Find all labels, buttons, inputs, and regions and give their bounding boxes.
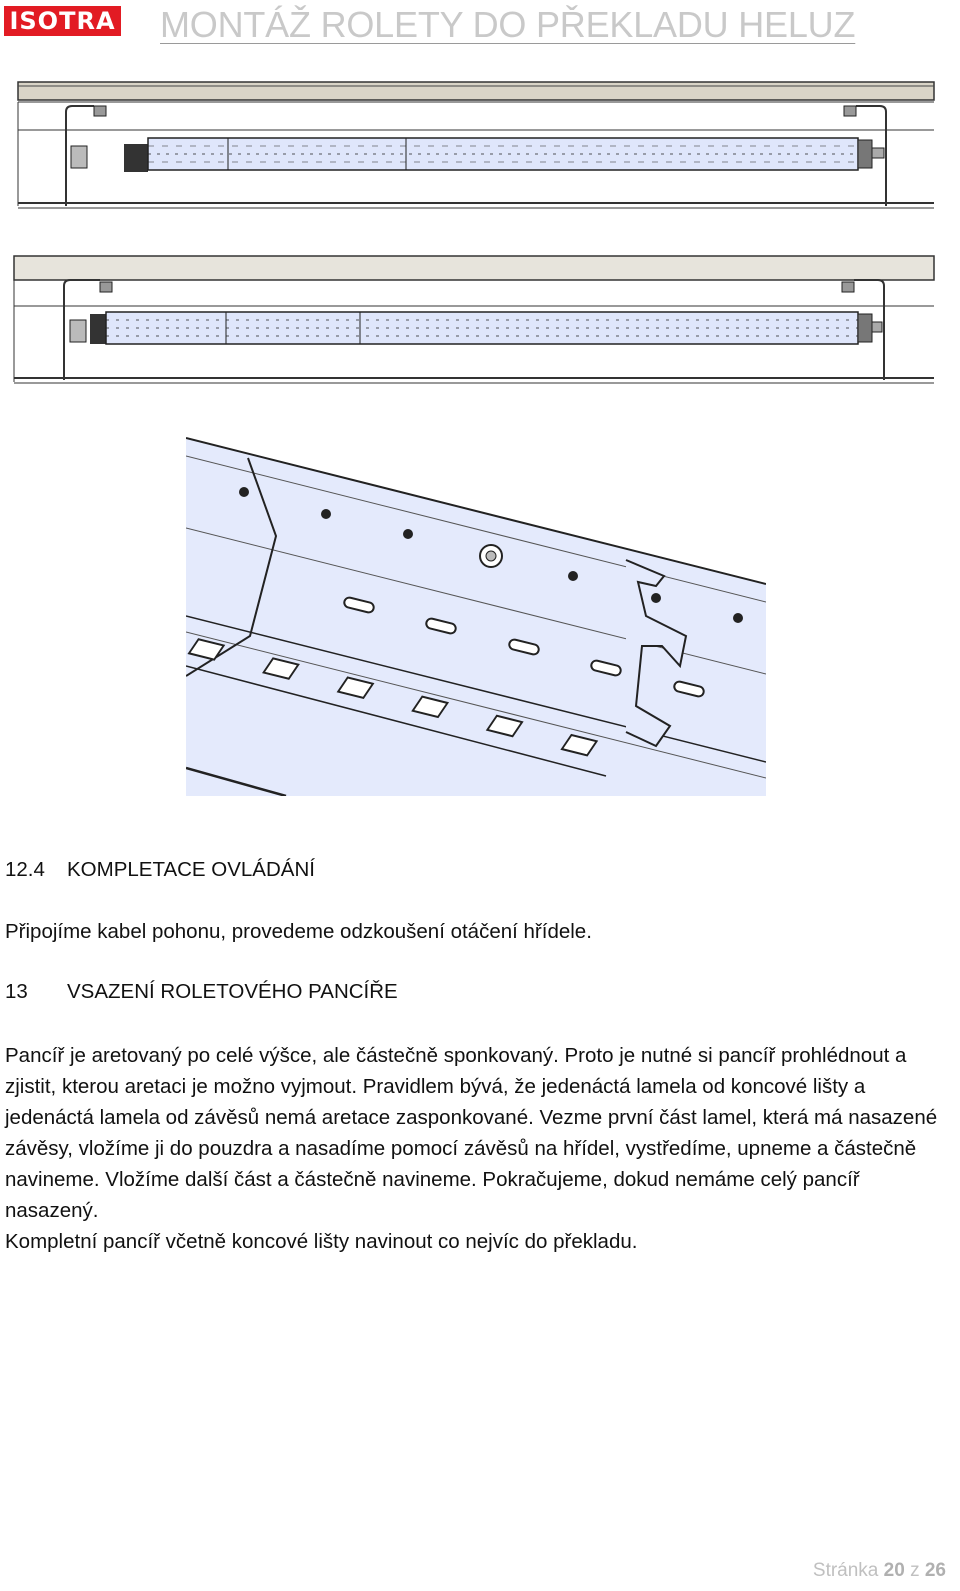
section-number: 12.4 [5,858,45,881]
page-separator: z [910,1560,920,1581]
section-12-4-heading: 12.4 KOMPLETACE OVLÁDÁNÍ [5,858,315,882]
lamella-detail-drawing [186,437,766,796]
paragraph: Pancíř je aretovaný po celé výšce, ale č… [5,1044,938,1222]
shaft-drawing-top [17,81,935,209]
paragraph: Kompletní pancíř včetně koncové lišty na… [5,1230,638,1253]
section-13-heading: 13 VSAZENÍ ROLETOVÉHO PANCÍŘE [5,980,398,1004]
isotra-logo: ISOTRA [4,6,121,36]
page-title: MONTÁŽ ROLETY DO PŘEKLADU HELUZ [160,4,856,45]
page-number: Stránka 20 z 26 [813,1560,946,1582]
current-page: 20 [883,1560,905,1581]
section-title: KOMPLETACE OVLÁDÁNÍ [67,858,315,881]
section-13-body: Pancíř je aretovaný po celé výšce, ale č… [5,1040,955,1257]
page-label: Stránka [812,1560,879,1581]
section-12-4-text: Připojíme kabel pohonu, provedeme odzkou… [5,920,592,943]
shaft-drawing-bottom [13,255,935,384]
section-title: VSAZENÍ ROLETOVÉHO PANCÍŘE [67,980,398,1003]
section-number: 13 [5,980,28,1003]
total-pages: 26 [924,1560,946,1581]
